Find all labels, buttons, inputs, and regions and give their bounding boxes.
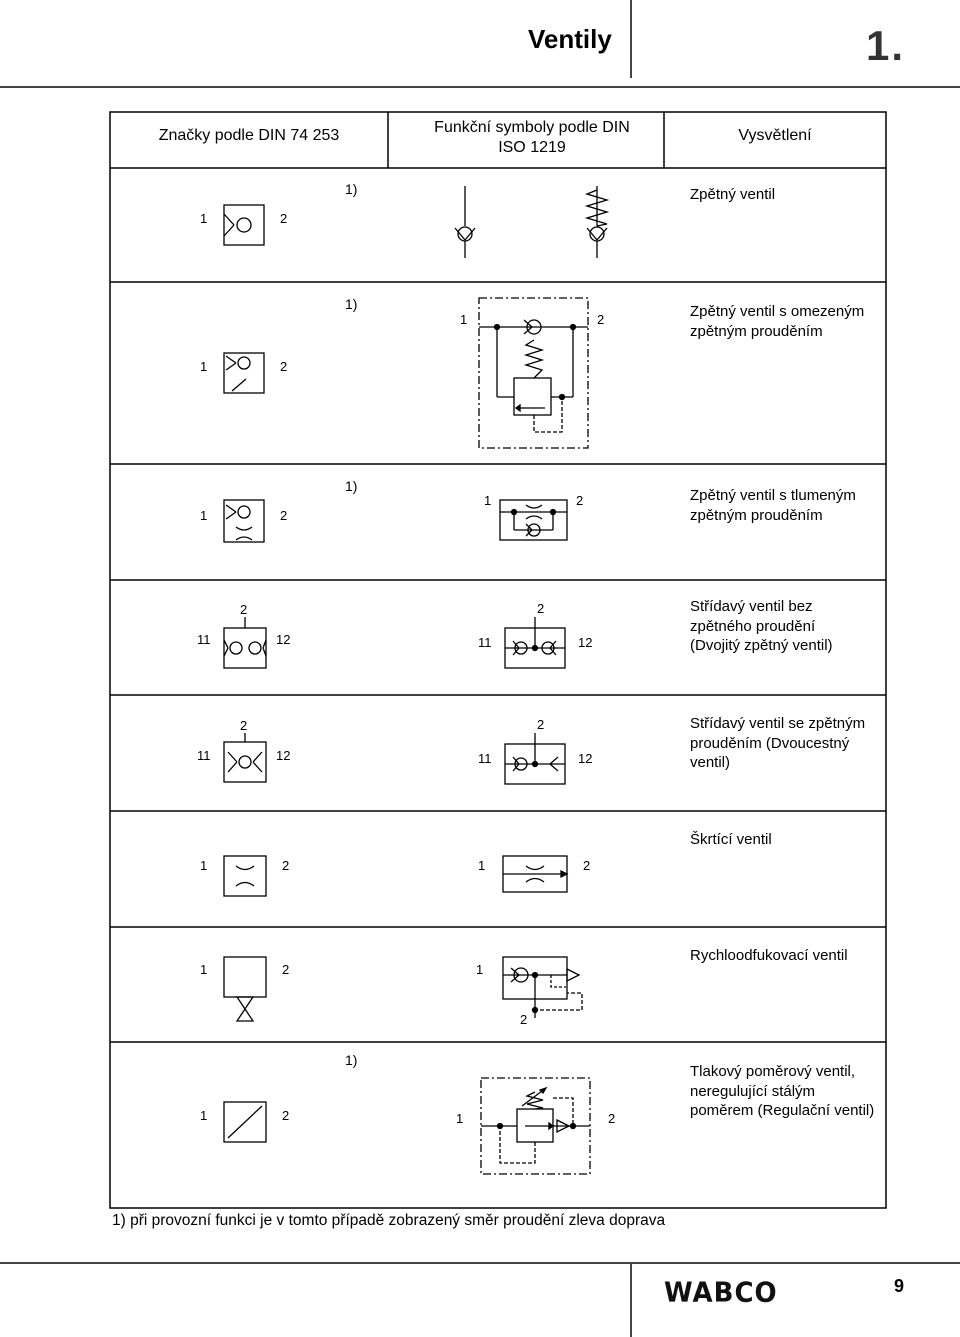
port-12-label: 12: [578, 751, 592, 766]
row-1-description: Zpětný ventil: [690, 186, 776, 203]
port-2-label: 2: [282, 858, 289, 873]
column-header-iso: Funkční symboly podle DIN ISO 1219: [434, 119, 630, 156]
port-1-label: 1: [200, 1108, 207, 1123]
page-number: 9: [894, 1276, 905, 1296]
port-2-label: 2: [240, 602, 247, 617]
row-8-marker: 1): [345, 1052, 358, 1068]
footnote: 1) při provozní funkci je v tomto případ…: [112, 1212, 666, 1229]
port-11-label: 11: [478, 635, 492, 650]
row-7-iso-symbol: 1 2: [476, 956, 583, 1027]
row-3-iso-symbol: 1 2: [484, 493, 583, 541]
row-1-marker: 1): [345, 181, 358, 197]
row-2-iso-symbol: 1 2: [460, 297, 604, 449]
header-rule: [0, 86, 960, 88]
port-1-label: 1: [484, 493, 491, 508]
row-5-din-symbol: 2 11 12: [197, 718, 290, 783]
row-8-din-symbol: 1 2: [200, 1101, 289, 1143]
port-1-label: 1: [200, 962, 207, 977]
port-1-label: 1: [200, 508, 207, 523]
row-3-description: Zpětný ventil s tlumeným zpětným prouděn…: [690, 487, 856, 524]
row-5-description: Střídavý ventil se zpětným prouděním (Dv…: [690, 715, 866, 771]
section-number: 1.: [866, 22, 906, 69]
table-grid: [109, 111, 887, 1209]
port-2-label: 2: [280, 508, 287, 523]
port-1-label: 1: [200, 359, 207, 374]
port-2-label: 2: [597, 312, 604, 327]
header-divider: [630, 0, 632, 78]
port-2-label: 2: [520, 1012, 527, 1027]
row-4-description: Střídavý ventil bez zpětného proudění (D…: [690, 598, 833, 654]
row-4-iso-symbol: 2 11 12: [478, 601, 592, 669]
port-12-label: 12: [276, 748, 290, 763]
port-1-label: 1: [478, 858, 485, 873]
port-1-label: 1: [200, 858, 207, 873]
row-6-din-symbol: 1 2: [200, 855, 289, 897]
row-5-iso-symbol: 2 11 12: [478, 717, 592, 785]
row-6-description: Škrtící ventil: [690, 831, 772, 848]
row-8-description: Tlakový poměrový ventil, neregulující st…: [690, 1063, 875, 1119]
port-2-label: 2: [282, 962, 289, 977]
port-2-label: 2: [583, 858, 590, 873]
column-header-explanation: Vysvětlení: [738, 127, 812, 144]
port-2-label: 2: [282, 1108, 289, 1123]
wabco-logo: WABCO: [664, 1277, 778, 1309]
row-2-din-symbol: 1 2: [200, 352, 287, 394]
row-4-din-symbol: 2 11 12: [197, 602, 290, 669]
row-1-iso-symbol: [454, 186, 610, 258]
port-11-label: 11: [197, 748, 211, 763]
port-2-label: 2: [537, 601, 544, 616]
page-title: Ventily: [528, 24, 612, 54]
port-2-label: 2: [280, 211, 287, 226]
row-3-din-symbol: 1 2: [200, 499, 287, 543]
row-1-din-symbol: 1 2: [200, 204, 287, 246]
port-2-label: 2: [608, 1111, 615, 1126]
port-1-label: 1: [200, 211, 207, 226]
footer-divider: [630, 1262, 632, 1337]
row-7-din-symbol: 1 2: [200, 956, 289, 1022]
row-7-description: Rychloodfukovací ventil: [690, 947, 848, 964]
port-2-label: 2: [537, 717, 544, 732]
row-2-marker: 1): [345, 296, 358, 312]
port-12-label: 12: [578, 635, 592, 650]
row-3-marker: 1): [345, 478, 358, 494]
port-11-label: 11: [197, 632, 211, 647]
port-11-label: 11: [478, 751, 492, 766]
row-6-iso-symbol: 1 2: [478, 855, 590, 893]
row-2-description: Zpětný ventil s omezeným zpětným prouděn…: [690, 303, 865, 340]
port-2-label: 2: [240, 718, 247, 733]
column-header-din: Značky podle DIN 74 253: [158, 127, 340, 144]
port-1-label: 1: [460, 312, 467, 327]
port-2-label: 2: [576, 493, 583, 508]
port-1-label: 1: [476, 962, 483, 977]
port-12-label: 12: [276, 632, 290, 647]
port-2-label: 2: [280, 359, 287, 374]
footer-rule: [0, 1262, 960, 1264]
port-1-label: 1: [456, 1111, 463, 1126]
row-8-iso-symbol: 1 2: [456, 1077, 615, 1175]
